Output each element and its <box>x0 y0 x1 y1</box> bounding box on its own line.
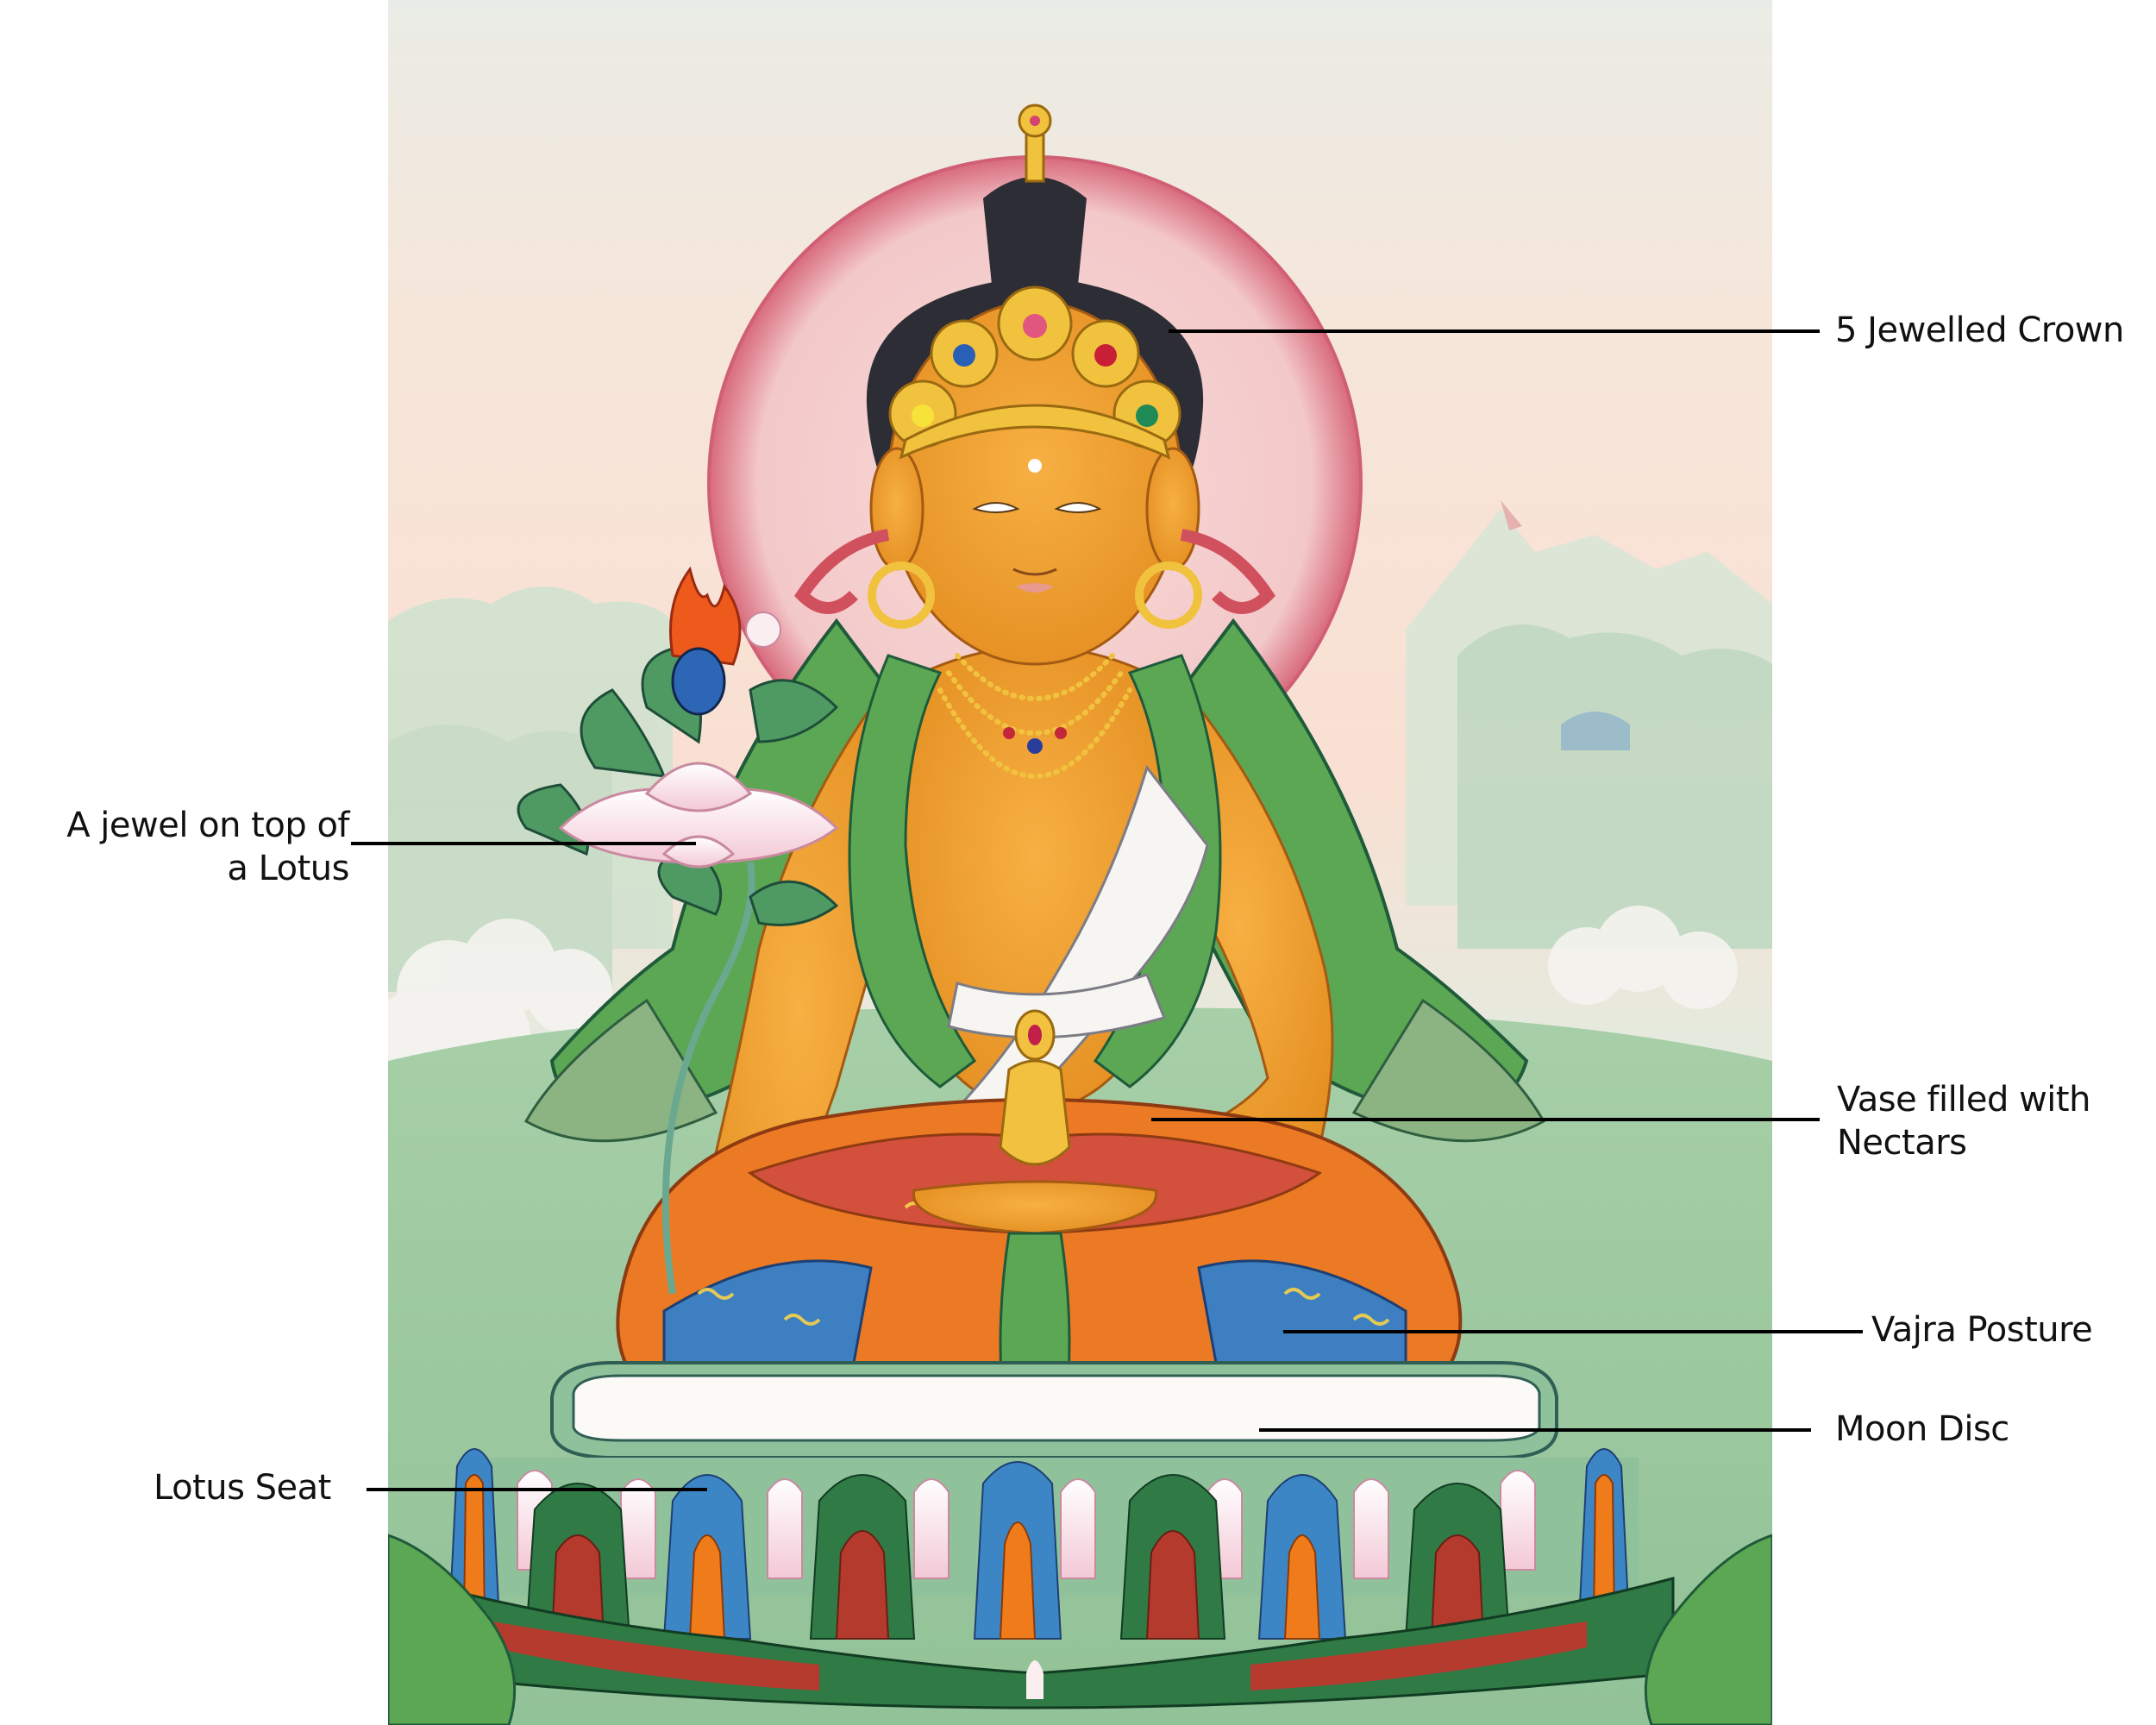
scarf-end-right <box>1644 1534 1772 1725</box>
label-crown: 5 Jewelled Crown <box>1835 310 2124 350</box>
mountains <box>388 500 1772 992</box>
jewelled-crown <box>888 104 1181 460</box>
scarf-end-left <box>388 1534 517 1725</box>
hands <box>912 1180 1158 1235</box>
clouds <box>388 906 1738 1082</box>
leader-line-lotus-seat <box>367 1488 707 1491</box>
nectar-vase <box>999 1009 1071 1166</box>
label-jewel-lotus-line1: A jewel on top of <box>66 806 349 845</box>
leader-line-vajra-posture <box>1283 1330 1863 1333</box>
moon-disc <box>550 1361 1558 1459</box>
label-vase: Vase filled with Nectars <box>1837 1078 2090 1164</box>
label-jewel-lotus-line2: a Lotus <box>227 849 349 888</box>
label-vase-line2: Nectars <box>1837 1123 1967 1163</box>
leader-line-vase <box>1151 1118 1820 1121</box>
thangka-painting <box>388 0 1772 1725</box>
leader-line-crown <box>1169 329 1820 333</box>
label-vase-line1: Vase filled with <box>1837 1080 2090 1120</box>
label-vajra-posture: Vajra Posture <box>1871 1310 2093 1350</box>
label-moon-disc: Moon Disc <box>1835 1409 2009 1449</box>
necklaces <box>937 653 1132 779</box>
green-shawl <box>523 618 1546 1143</box>
label-jewel-lotus: A jewel on top of a Lotus <box>0 804 349 890</box>
label-lotus-seat: Lotus Seat <box>154 1468 331 1508</box>
leader-line-moon-disc <box>1259 1428 1811 1432</box>
leader-line-jewel-lotus <box>351 842 696 845</box>
